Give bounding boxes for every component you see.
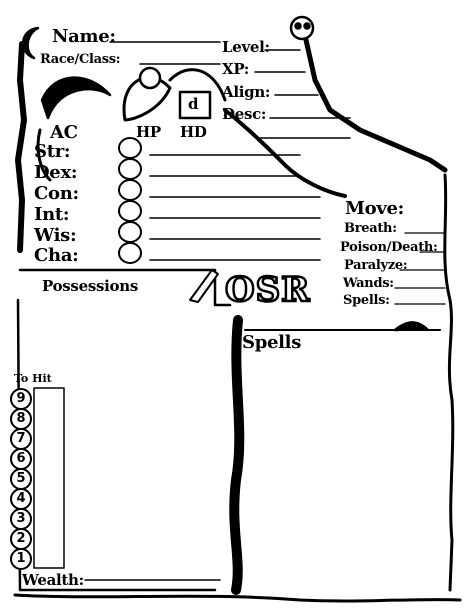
to-hit-9: 9 <box>10 388 32 410</box>
ability-con-label: Con: <box>34 183 79 204</box>
bat-icon <box>393 321 430 332</box>
ability-cha-label: Cha: <box>34 245 79 266</box>
osr-logo: OSR <box>224 270 311 310</box>
ac-shield <box>36 128 52 182</box>
to-hit-7: 7 <box>10 428 32 450</box>
move-label: Move: <box>345 198 404 219</box>
possessions-heading: Possessions <box>42 277 138 295</box>
header-lines <box>109 41 351 139</box>
right-vine-border <box>443 173 455 592</box>
name-label: Name: <box>52 26 116 47</box>
hd-label: HD <box>180 123 207 141</box>
center-column-ornament <box>229 315 245 595</box>
hp-label: HP <box>136 123 161 141</box>
apple-icon <box>138 66 162 90</box>
to-hit-5: 5 <box>10 468 32 490</box>
save-breath-label: Breath: <box>344 221 397 236</box>
hd-box <box>178 90 212 120</box>
ability-int-label: Int: <box>34 204 70 225</box>
save-lines <box>394 232 446 305</box>
to-hit-boxes <box>33 387 65 569</box>
wealth-label: Wealth: <box>22 571 84 589</box>
to-hit-2: 2 <box>10 528 32 550</box>
align-label: Align: <box>222 83 271 101</box>
to-hit-4: 4 <box>10 488 32 510</box>
ability-lines <box>149 154 321 261</box>
ability-dex-label: Dex: <box>34 162 78 183</box>
ability-wis-label: Wis: <box>34 225 77 246</box>
ability-score-circles <box>118 137 142 264</box>
save-paralyze-label: Paralyze: <box>344 258 408 273</box>
spells-heading: Spells <box>242 332 302 353</box>
bottom-border <box>13 593 462 603</box>
ac-label: AC <box>50 122 78 143</box>
hd-die-label: d <box>188 95 199 113</box>
bat-wing-art <box>40 76 112 120</box>
to-hit-6: 6 <box>10 448 32 470</box>
to-hit-3: 3 <box>10 508 32 530</box>
to-hit-8: 8 <box>10 408 32 430</box>
race-class-label: Race/Class: <box>40 52 121 67</box>
xp-label: XP: <box>222 60 250 78</box>
moon-icon <box>22 26 40 60</box>
save-spells-label: Spells: <box>343 293 390 308</box>
to-hit-1: 1 <box>10 548 32 570</box>
save-poison-death-label: Poison/Death: <box>340 240 438 255</box>
save-wands-label: Wands: <box>343 276 394 291</box>
to-hit-heading: To Hit <box>14 372 52 385</box>
left-staff-border <box>15 41 27 253</box>
possessions-frame <box>18 268 232 307</box>
level-label: Level: <box>222 38 270 56</box>
ability-str-label: Str: <box>34 141 71 162</box>
dagger-icon <box>189 269 219 303</box>
bone-branch-border <box>303 37 448 173</box>
desc-label: Desc: <box>222 105 267 123</box>
